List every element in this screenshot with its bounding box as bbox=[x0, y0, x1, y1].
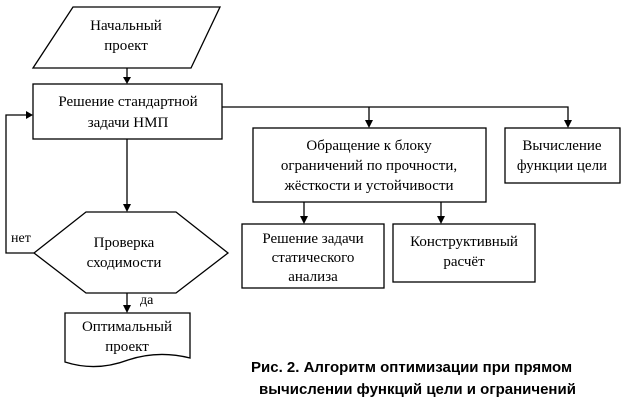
edge-convergence-no-loop bbox=[5, 114, 34, 254]
caption-line-1: Рис. 2. Алгоритм оптимизации при прямом bbox=[251, 359, 572, 376]
static-analysis-box bbox=[241, 223, 385, 289]
node-objective: Вычисление функции цели bbox=[504, 127, 621, 184]
arrowhead-to-design bbox=[437, 216, 445, 224]
figure-caption: Рис. 2. Алгоритм оптимизации при прямом … bbox=[251, 359, 576, 398]
edges bbox=[5, 68, 572, 313]
caption-line-2: вычислении функций цели и ограничений bbox=[259, 381, 576, 398]
constraints-label-line-3: жёсткости и устойчивости bbox=[283, 178, 453, 194]
node-constraints: Обращение к блоку ограничений по прочнос… bbox=[252, 127, 487, 203]
arrowhead-solve-to-convergence bbox=[123, 204, 131, 212]
constraints-label-line-2: ограничений по прочности, bbox=[281, 158, 457, 174]
node-design-calc: Конструктивный расчёт bbox=[392, 223, 536, 283]
optimal-label-line-2: проект bbox=[105, 339, 149, 355]
design-calc-label-line-2: расчёт bbox=[443, 254, 485, 270]
edge-label-yes: да bbox=[140, 293, 154, 308]
optimal-label-line-1: Оптимальный bbox=[82, 319, 172, 335]
objective-box bbox=[504, 127, 621, 184]
static-analysis-label-line-1: Решение задачи bbox=[262, 231, 363, 247]
solve-nlp-label-line-2: задачи НМП bbox=[88, 115, 169, 131]
node-static-analysis: Решение задачи статического анализа bbox=[241, 223, 385, 289]
arrowhead-to-static bbox=[300, 216, 308, 224]
static-analysis-label-line-2: статического bbox=[272, 250, 355, 266]
objective-label-line-1: Вычисление bbox=[522, 138, 602, 154]
static-analysis-label-line-3: анализа bbox=[288, 269, 338, 285]
arrowhead-start-to-solve bbox=[123, 77, 131, 84]
arrowhead-to-optimal bbox=[123, 305, 131, 313]
objective-label-line-2: функции цели bbox=[517, 158, 607, 174]
arrowhead-to-constraints bbox=[365, 120, 373, 128]
start-parallelogram-shape bbox=[31, 6, 222, 69]
node-start: Начальный проект bbox=[31, 6, 222, 69]
start-label-line-1: Начальный bbox=[90, 18, 162, 34]
edge-solve-to-branches bbox=[222, 106, 569, 121]
solve-nlp-box bbox=[32, 83, 223, 140]
node-optimal: Оптимальный проект bbox=[64, 312, 191, 368]
node-convergence: Проверка сходимости bbox=[32, 211, 230, 294]
solve-nlp-label-line-1: Решение стандартной bbox=[58, 94, 197, 110]
design-calc-label-line-1: Конструктивный bbox=[410, 234, 518, 250]
convergence-decision-shape bbox=[32, 211, 230, 294]
arrowhead-loop-to-solve bbox=[26, 111, 33, 119]
edge-label-no: нет bbox=[11, 231, 31, 246]
start-label-line-2: проект bbox=[104, 38, 148, 54]
design-calc-box bbox=[392, 223, 536, 283]
convergence-label-line-1: Проверка bbox=[94, 235, 155, 251]
node-solve-nlp: Решение стандартной задачи НМП bbox=[32, 83, 223, 140]
constraints-box bbox=[252, 127, 487, 203]
optimal-document-shape bbox=[64, 312, 191, 368]
constraints-label-line-1: Обращение к блоку bbox=[306, 138, 432, 154]
convergence-label-line-2: сходимости bbox=[87, 255, 162, 271]
arrowhead-to-objective bbox=[564, 120, 572, 128]
